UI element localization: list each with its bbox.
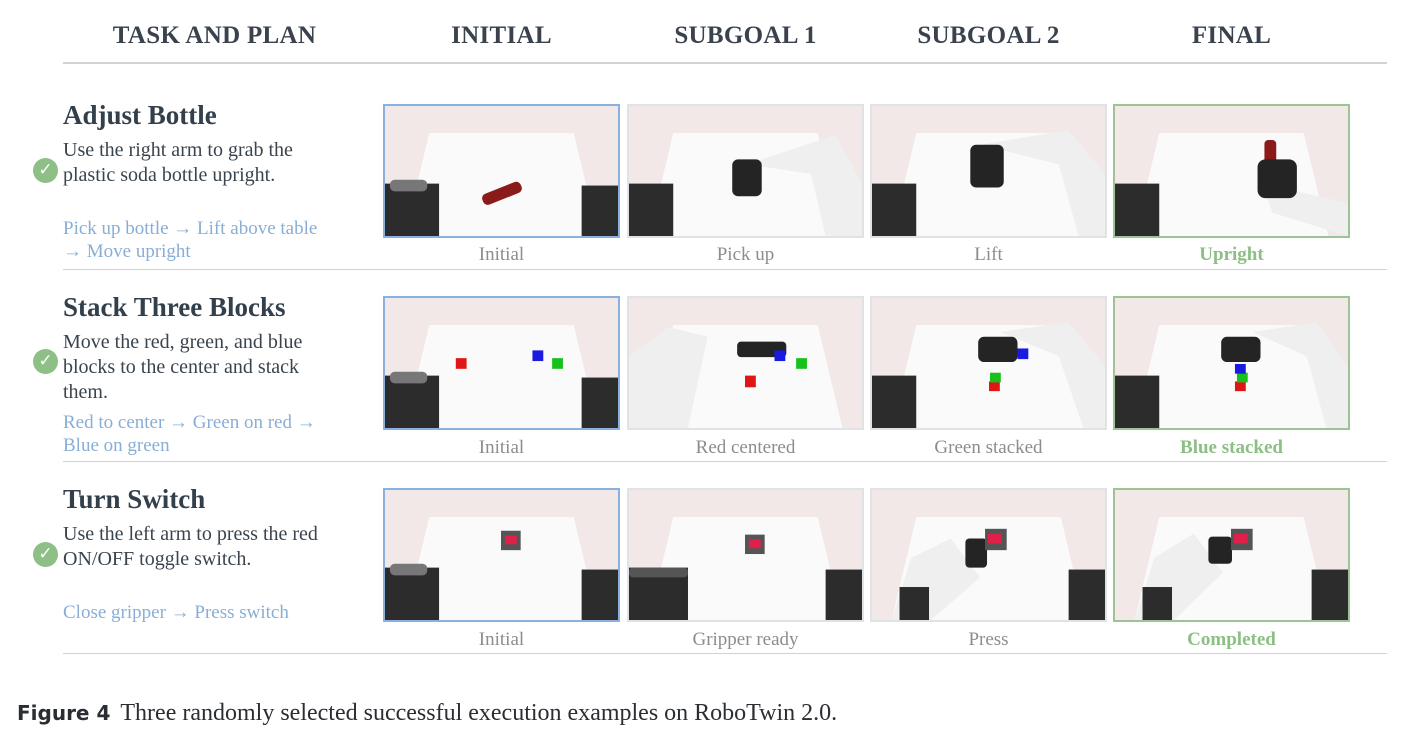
task-description: Use the left arm to press the red ON/OFF…: [63, 523, 318, 570]
figure-caption: Figure 4 Three randomly selected successf…: [17, 700, 837, 727]
figure-caption-text: Three randomly selected successful execu…: [120, 700, 838, 726]
step-caption: Pick up: [716, 244, 775, 265]
step-caption: Red centered: [695, 437, 796, 458]
header-subgoal-1: SUBGOAL 1: [674, 22, 817, 49]
task-plan: Red to center → Green on red → Blue on g…: [63, 412, 316, 456]
step-caption-final: Upright: [1199, 244, 1264, 265]
header-task-and-plan: TASK AND PLAN: [112, 22, 317, 49]
step-caption: Gripper ready: [692, 629, 799, 650]
step-caption: Initial: [478, 629, 525, 650]
step-caption: Green stacked: [934, 437, 1043, 458]
task-title: Adjust Bottle: [63, 100, 217, 130]
task-description: Move the red, green, and blue blocks to …: [63, 331, 303, 403]
scene-image-subgoal-1: [627, 104, 864, 238]
figure-label: Figure 4: [17, 701, 111, 725]
step-caption-final: Blue stacked: [1180, 437, 1283, 458]
scene-image-subgoal-2: [870, 296, 1107, 430]
step-caption: Initial: [478, 437, 525, 458]
scene-image-subgoal-2: [870, 488, 1107, 622]
step-caption: Initial: [478, 244, 525, 265]
header-subgoal-2: SUBGOAL 2: [917, 22, 1060, 49]
scene-image-initial: [383, 488, 620, 622]
scene-image-subgoal-1: [627, 296, 864, 430]
header-final: FINAL: [1191, 22, 1272, 49]
scene-image-initial: [383, 296, 620, 430]
header-rule: [63, 62, 1387, 64]
column-header: TASK AND PLAN INITIAL SUBGOAL 1 SUBGOAL …: [0, 22, 1409, 62]
scene-image-final: [1113, 104, 1350, 238]
check-icon: ✓: [33, 158, 58, 183]
scene-image-final: [1113, 296, 1350, 430]
task-plan: Pick up bottle → Lift above table → Move…: [63, 218, 318, 262]
task-plan: Close gripper → Press switch: [63, 602, 289, 623]
task-title: Turn Switch: [63, 484, 206, 514]
task-description: Use the right arm to grab the plastic so…: [63, 139, 293, 186]
step-caption: Lift: [974, 244, 1003, 265]
row-divider: [63, 653, 1387, 654]
task-title: Stack Three Blocks: [63, 292, 286, 322]
step-caption-final: Completed: [1187, 629, 1276, 650]
scene-image-initial: [383, 104, 620, 238]
scene-image-subgoal-1: [627, 488, 864, 622]
row-divider: [63, 461, 1387, 462]
scene-image-final: [1113, 488, 1350, 622]
header-initial: INITIAL: [451, 22, 552, 49]
check-icon: ✓: [33, 349, 58, 374]
row-divider: [63, 269, 1387, 270]
scene-image-subgoal-2: [870, 104, 1107, 238]
step-caption: Press: [968, 629, 1009, 650]
check-icon: ✓: [33, 542, 58, 567]
